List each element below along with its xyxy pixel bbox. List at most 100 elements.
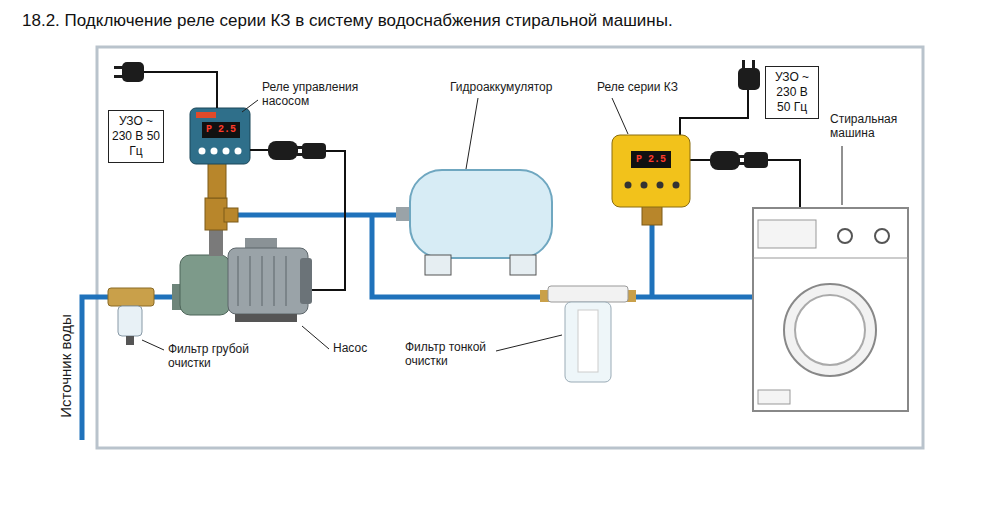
plug — [302, 143, 326, 159]
pressure-tank — [396, 170, 552, 275]
washing-machine — [758, 220, 816, 248]
pump — [228, 248, 308, 314]
water-pipe — [152, 295, 174, 300]
pump — [238, 256, 286, 306]
power-cable — [690, 159, 712, 161]
rcd-box: УЗО ~ 230 В 50 Гц — [108, 110, 164, 163]
part-label: Гидроаккумулятор — [450, 80, 552, 94]
washing-machine — [758, 390, 790, 404]
part-label: Фильтр тонкой очистки — [405, 340, 505, 369]
kz-relay — [673, 182, 680, 189]
leader-line — [242, 100, 258, 112]
fine-filter — [540, 286, 636, 382]
fine-filter — [578, 310, 598, 372]
pump — [235, 314, 297, 322]
plug — [297, 146, 303, 149]
water-pipe — [82, 215, 753, 440]
pump-relay — [208, 163, 226, 198]
coarse-filter — [118, 306, 142, 336]
power-cable — [768, 160, 800, 208]
power-cable — [144, 72, 800, 290]
rcd-label: УЗО ~ 230 В 50 Гц — [768, 70, 816, 115]
power-cable — [144, 72, 217, 108]
frame — [97, 47, 923, 448]
part-label: Стиральная машина — [830, 112, 912, 141]
washing-machine — [795, 295, 865, 365]
pump-relay — [209, 230, 223, 256]
kz-relay — [657, 182, 664, 189]
plug — [114, 66, 123, 69]
washing-machine — [753, 258, 908, 259]
pump-relay — [211, 148, 218, 155]
pump — [180, 255, 230, 315]
plug — [114, 75, 123, 78]
plug — [114, 60, 768, 170]
coarse-filter — [108, 288, 154, 345]
pump-relay — [190, 108, 250, 164]
plug — [122, 62, 144, 82]
title: 18.2. Подключение реле серии КЗ в систем… — [22, 11, 673, 31]
pump — [300, 258, 312, 304]
leader-line — [466, 98, 478, 169]
coarse-filter — [126, 336, 134, 345]
display-reading: P 2.5 — [636, 155, 666, 165]
leader-line — [142, 98, 842, 351]
power-cable — [312, 151, 345, 290]
part-label: Насос — [333, 341, 367, 355]
pump-relay — [190, 108, 250, 256]
pump-relay — [202, 122, 240, 138]
pump-relay — [224, 208, 238, 222]
pump-relay — [196, 112, 216, 118]
plug — [710, 151, 740, 170]
coarse-filter — [108, 288, 154, 306]
rcd-label: УЗО ~ 230 В 50 Гц — [111, 114, 161, 159]
power-cable — [250, 149, 270, 151]
kz-relay — [631, 151, 671, 168]
pressure-tank — [410, 170, 552, 258]
leader-line — [142, 340, 164, 350]
rcd-box: УЗО ~ 230 В 50 Гц — [765, 66, 819, 119]
plug — [297, 153, 303, 156]
plug — [738, 68, 760, 90]
kz-relay — [612, 135, 690, 225]
display-reading: P 2.5 — [206, 125, 236, 135]
pump — [172, 238, 312, 322]
water-pipe — [628, 295, 753, 300]
washing-machine — [784, 284, 876, 376]
plug — [752, 60, 755, 69]
washing-machine — [753, 208, 908, 411]
kz-relay — [625, 182, 632, 189]
pressure-tank — [425, 255, 451, 275]
plug — [739, 155, 745, 158]
leader-line — [496, 335, 562, 351]
pressure-tank — [510, 255, 536, 275]
fine-filter — [565, 302, 611, 382]
part-label: Фильтр грубой очистки — [168, 342, 268, 371]
power-cable — [680, 90, 748, 135]
leader-line — [612, 98, 628, 134]
part-label: Реле серии КЗ — [597, 80, 678, 94]
washing-machine — [875, 229, 889, 243]
water-pipe — [236, 213, 400, 218]
water-pipe — [82, 297, 112, 440]
leader-line — [842, 146, 843, 205]
plug — [739, 162, 745, 165]
leader-line — [302, 326, 329, 349]
kz-relay — [641, 182, 648, 189]
fine-filter — [548, 286, 628, 302]
pump-relay — [223, 148, 230, 155]
part-label: Реле управления насосом — [262, 80, 372, 109]
plug — [268, 141, 298, 160]
pressure-tank — [396, 207, 410, 221]
washing-machine — [753, 208, 908, 411]
source-label: Источник воды — [57, 314, 75, 418]
washing-machine — [838, 229, 852, 243]
kz-relay — [612, 135, 690, 207]
pump-relay — [235, 148, 242, 155]
pump-relay — [199, 148, 206, 155]
plug — [744, 152, 768, 168]
water-pipe — [650, 224, 655, 297]
plug — [742, 60, 745, 69]
